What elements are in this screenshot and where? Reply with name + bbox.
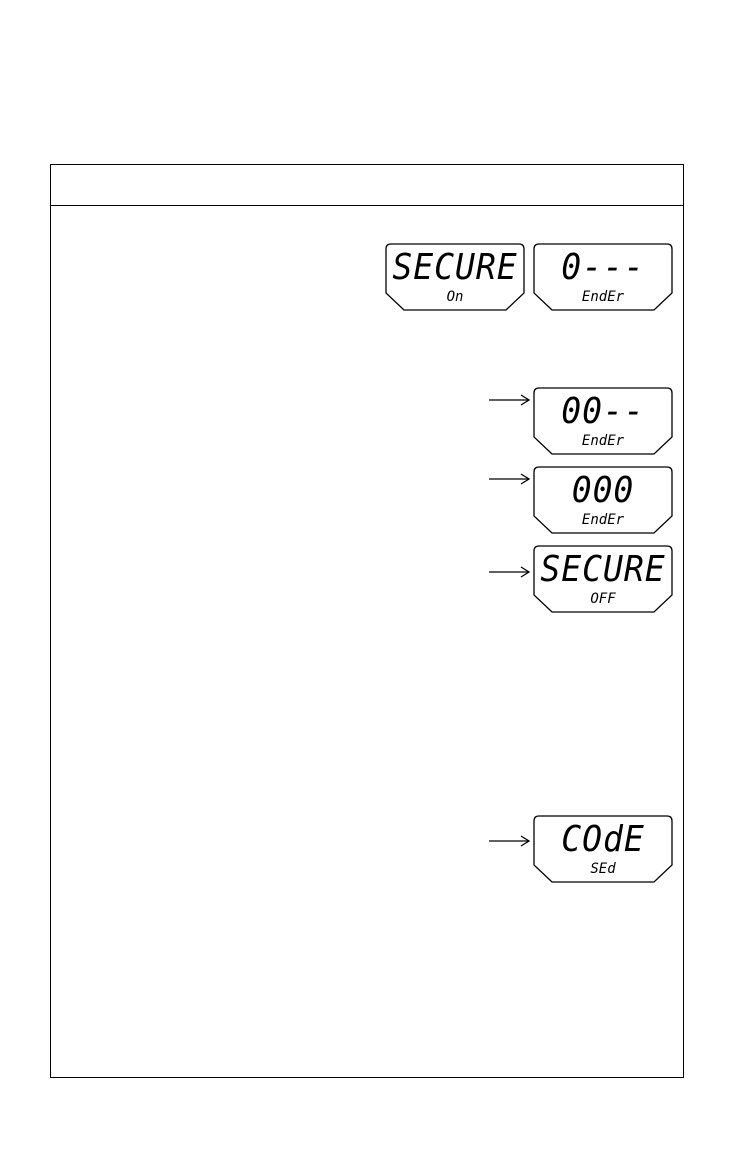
right-arrow-icon (489, 566, 531, 578)
lcd-sub-text: EndEr (581, 289, 625, 305)
lcd-display-enter-1: 0--- EndEr (533, 243, 673, 311)
lcd-main-text: SECURE (540, 549, 666, 590)
lcd-main-text: 0--- (561, 247, 645, 288)
lcd-sub-text: On (446, 289, 464, 305)
instruction-frame (50, 164, 684, 1078)
lcd-sub-text: EndEr (581, 512, 625, 528)
lcd-sub-text: SEd (590, 861, 616, 877)
lcd-frame-icon (533, 815, 673, 883)
right-arrow-icon (489, 394, 531, 406)
lcd-frame-icon (385, 243, 525, 311)
lcd-sub-text: OFF (590, 591, 616, 607)
lcd-frame-icon (533, 387, 673, 455)
lcd-frame-icon (533, 466, 673, 534)
lcd-sub-text: EndEr (581, 433, 625, 449)
lcd-main-text: COdE (561, 819, 645, 860)
lcd-main-text: SECURE (392, 247, 518, 288)
frame-header (51, 165, 683, 206)
lcd-frame-icon (533, 243, 673, 311)
lcd-display-enter-2: 00-- EndEr (533, 387, 673, 455)
lcd-display-secure-off: SECURE OFF (533, 545, 673, 613)
lcd-main-text: 00-- (561, 391, 645, 432)
lcd-display-code-set: COdE SEd (533, 815, 673, 883)
lcd-frame-icon (533, 545, 673, 613)
right-arrow-icon (489, 835, 531, 847)
lcd-display-enter-3: 000 EndEr (533, 466, 673, 534)
lcd-display-secure-on: SECURE On (385, 243, 525, 311)
right-arrow-icon (489, 473, 531, 485)
lcd-main-text: 000 (571, 470, 635, 511)
